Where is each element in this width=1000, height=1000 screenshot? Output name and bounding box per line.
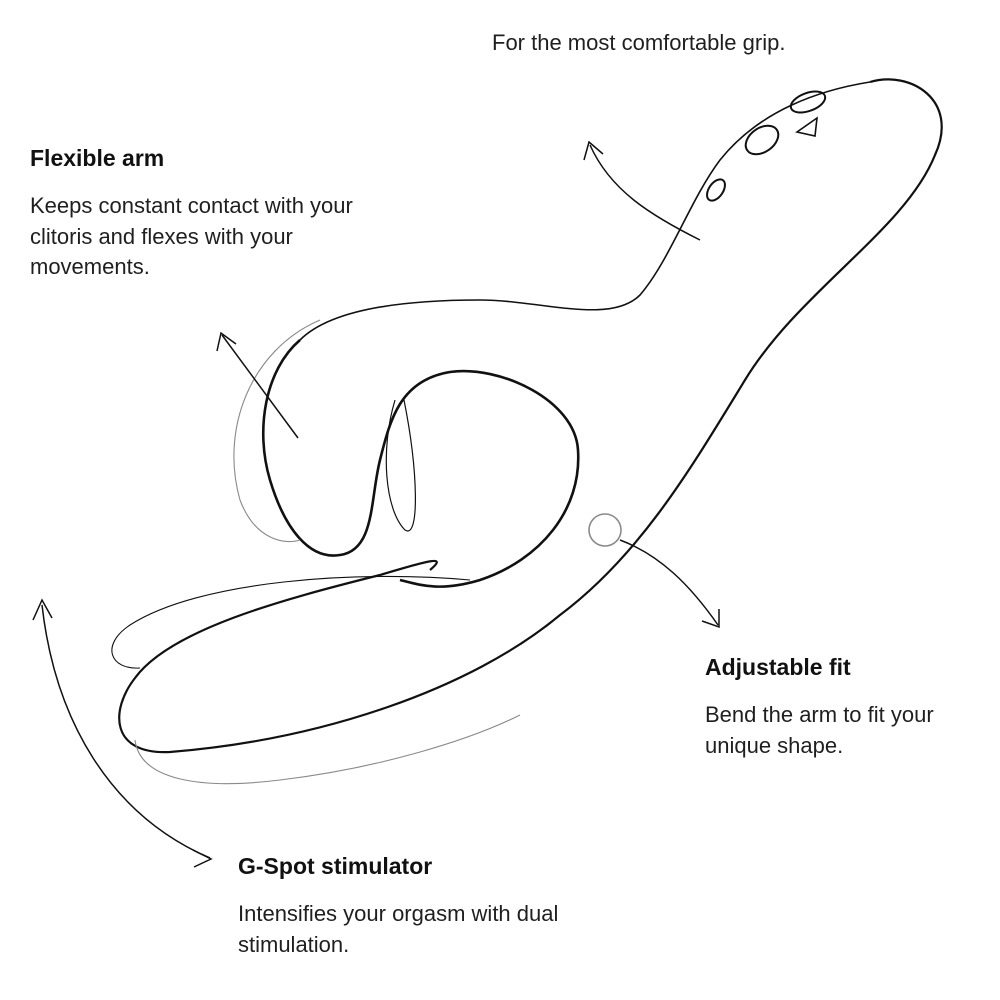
callout-g-spot: G-Spot stimulator Intensifies your orgas… (238, 851, 578, 960)
ghost-tip-outline (134, 714, 521, 785)
device-outline (118, 78, 943, 754)
callout-g-spot-title: G-Spot stimulator (238, 853, 433, 879)
callout-adjustable-fit: Adjustable fit Bend the arm to fit your … (705, 652, 985, 761)
button-minus-icon (706, 178, 726, 202)
callout-g-spot-body: Intensifies your orgasm with dual stimul… (238, 901, 559, 957)
mode-triangle-icon (795, 116, 818, 137)
flexible-arm-inner-outline (385, 399, 416, 532)
g-spot-arrow (32, 598, 213, 868)
callout-adjustable-fit-title: Adjustable fit (705, 654, 851, 680)
callout-flexible-arm: Flexible arm Keeps constant contact with… (30, 143, 360, 283)
button-power-icon (744, 124, 780, 156)
flexible-arm-outline (261, 339, 580, 588)
ghost-body-outline (111, 575, 471, 669)
adjust-point-icon (588, 513, 622, 547)
adjustable-fit-arrow (619, 539, 720, 629)
ghost-arm-outline (233, 319, 321, 543)
flexible-arm-arrow (216, 331, 299, 439)
callout-flexible-arm-body: Keeps constant contact with your clitori… (30, 193, 353, 279)
handle-top-outline (299, 81, 871, 341)
callout-adjustable-fit-body: Bend the arm to fit your unique shape. (705, 702, 934, 758)
callout-flexible-arm-title: Flexible arm (30, 145, 165, 171)
callout-grip: For the most comfortable grip. (492, 28, 792, 59)
grip-arrow (583, 140, 701, 241)
callout-grip-body: For the most comfortable grip. (492, 30, 786, 55)
button-plus-icon (789, 90, 827, 114)
